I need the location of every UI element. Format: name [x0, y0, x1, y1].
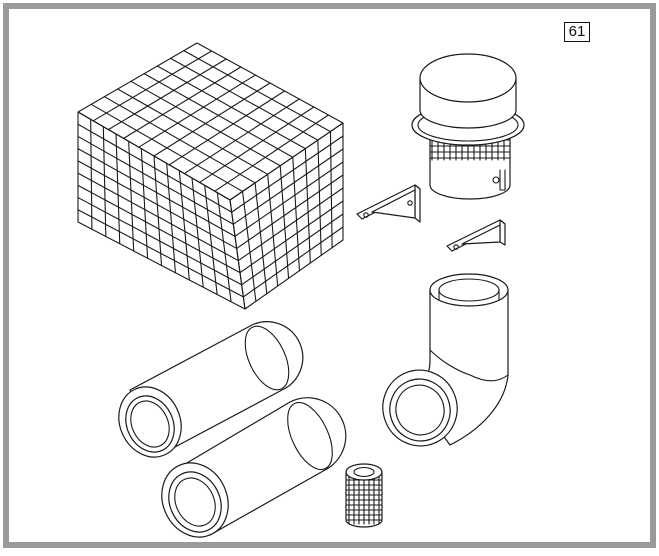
mesh-wire	[236, 174, 344, 249]
mesh-wire	[166, 162, 176, 274]
mesh-wire	[178, 170, 190, 281]
mesh-wire	[153, 82, 271, 157]
mesh-wire	[168, 90, 286, 166]
mesh-wire	[329, 131, 333, 249]
mesh-wire	[77, 123, 233, 213]
mesh-wire	[153, 155, 163, 267]
mesh-wire	[231, 135, 344, 213]
mesh-wire	[140, 148, 149, 259]
bracket-icon	[446, 219, 506, 252]
mesh-wire	[241, 213, 344, 286]
elbow-pipe-icon	[382, 273, 509, 447]
mesh-wire	[90, 118, 93, 230]
mesh-wire	[107, 58, 227, 131]
mesh-wire	[214, 114, 329, 192]
mesh-wire	[115, 133, 121, 245]
mesh-wire	[204, 184, 218, 296]
mesh-wire	[216, 192, 232, 303]
mesh-wire	[279, 165, 290, 279]
mesh-wire	[239, 200, 344, 274]
pipe-icon	[118, 321, 304, 458]
mesh-wire	[77, 160, 238, 249]
mesh-wire	[183, 98, 300, 175]
mesh-wire	[77, 148, 236, 237]
mesh-cap-icon	[411, 53, 525, 200]
mesh-wire	[304, 148, 311, 264]
mesh-wire	[234, 161, 344, 237]
mesh-wire	[199, 106, 315, 183]
mesh-wire	[191, 177, 204, 288]
mesh-wire	[92, 50, 213, 122]
mesh-wire	[123, 66, 242, 139]
pipe-icon	[161, 397, 347, 538]
figure-number: 61	[564, 22, 590, 42]
mesh-wire	[77, 209, 244, 298]
mesh-wire	[317, 139, 322, 256]
mesh-wire	[77, 184, 241, 274]
mesh-wire	[242, 226, 344, 298]
mesh-wire	[138, 74, 256, 148]
mesh-wire	[128, 140, 135, 252]
mesh-cylinder-icon	[345, 463, 383, 528]
mesh-wire	[254, 182, 268, 295]
wire-basket-icon	[77, 42, 344, 310]
mesh-wire	[77, 135, 234, 225]
mesh-wire	[77, 172, 239, 262]
mesh-wire	[102, 126, 107, 238]
bracket-icon	[356, 184, 421, 223]
mesh-wire	[267, 173, 279, 287]
mesh-wire	[232, 148, 344, 225]
mesh-wire	[292, 156, 300, 272]
mesh-wire	[77, 197, 243, 286]
mesh-wire	[237, 187, 344, 262]
mesh-wire	[242, 190, 257, 302]
